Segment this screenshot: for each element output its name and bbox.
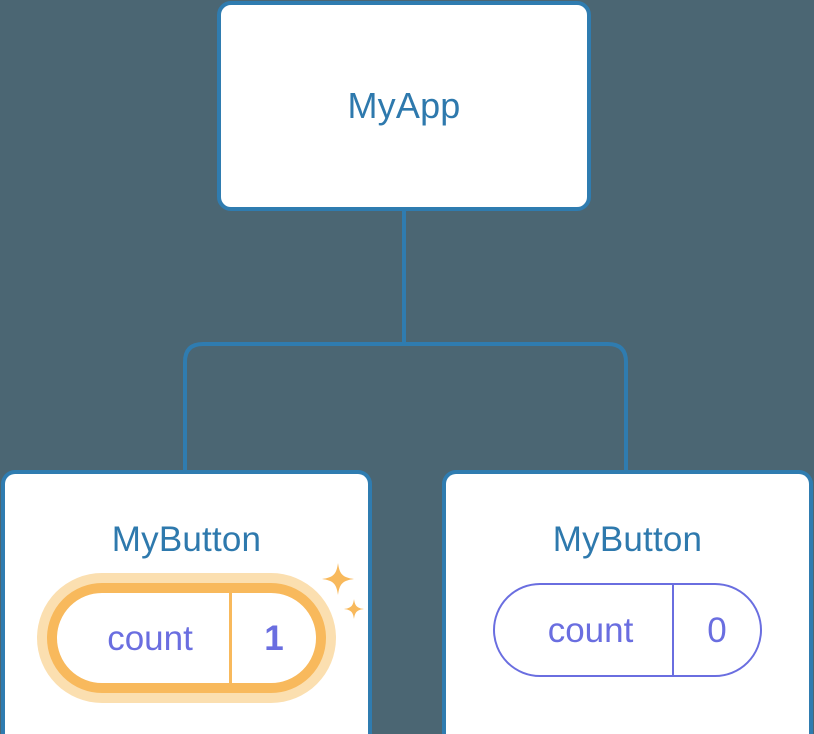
state-pill-right-key: count (547, 610, 634, 650)
sparkles-group (322, 563, 364, 619)
state-pill-right-value: 0 (672, 585, 760, 675)
node-mybutton-left[interactable]: MyButton count 1 (1, 470, 372, 734)
state-pill-left-wrap: count 1 (47, 563, 364, 693)
node-myapp-title: MyApp (347, 85, 461, 126)
state-pill-left[interactable]: count 1 (47, 583, 326, 693)
state-pill-left-key: count (107, 618, 193, 658)
node-mybutton-right[interactable]: MyButton count 0 (442, 470, 813, 734)
node-mybutton-left-title: MyButton (111, 520, 262, 559)
sparkle-large-icon (322, 563, 354, 595)
connector-branch-bus (183, 342, 628, 471)
state-pill-left-value: 1 (229, 593, 316, 683)
state-pill-right-wrap: count 0 (493, 583, 762, 677)
sparkle-small-icon (344, 599, 364, 619)
state-pill-right[interactable]: count 0 (493, 583, 762, 677)
node-myapp[interactable]: MyApp (217, 1, 591, 211)
node-mybutton-right-title: MyButton (552, 520, 703, 559)
